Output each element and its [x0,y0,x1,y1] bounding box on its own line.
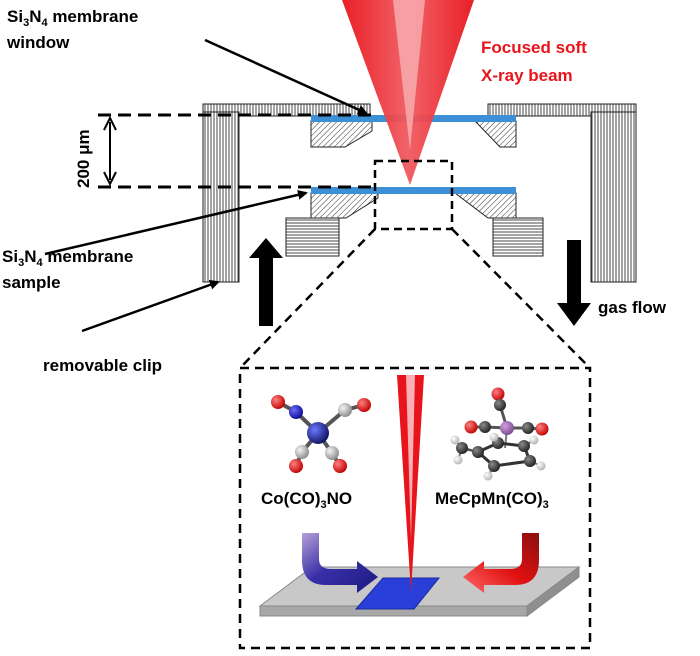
sample-holder [285,192,544,257]
clip-pointer [81,280,220,333]
clip-label: removable clip [43,356,162,375]
zoom-source-box [373,159,454,231]
left-clip [202,103,371,283]
precursor1-arrow [302,533,378,593]
zoom-line-left [239,228,376,369]
precursor1-label: Co(CO)3NO [261,489,352,511]
gap-indicator [98,113,372,189]
window-label-line2: window [6,33,70,52]
right-clip [487,103,637,283]
gas-inlet-arrow [249,238,283,326]
gas-flow-label: gas flow [598,298,667,317]
precursor2-label: MeCpMn(CO)3 [435,489,549,511]
sample-pointer [44,189,308,256]
sample-membrane [311,187,516,194]
zoom-line-right [451,228,591,369]
beam-label-line2: X-ray beam [481,66,573,85]
gap-label: 200 μm [74,129,93,188]
precursor2-arrow [463,533,539,593]
window-label: Si3N4 membrane [7,7,138,29]
xray-beam [342,0,474,185]
co-co3no-molecule-icon [271,395,371,473]
inset-beam-core [406,375,415,540]
sample-label-line2: sample [2,273,61,292]
beam-label-line1: Focused soft [481,38,587,57]
sample-label: Si3N4 membrane [2,247,133,269]
deposit-square [354,577,441,610]
mecpmn-co3-molecule-icon [450,387,549,481]
gas-outlet-arrow [557,240,591,326]
window-pointer [204,38,368,115]
